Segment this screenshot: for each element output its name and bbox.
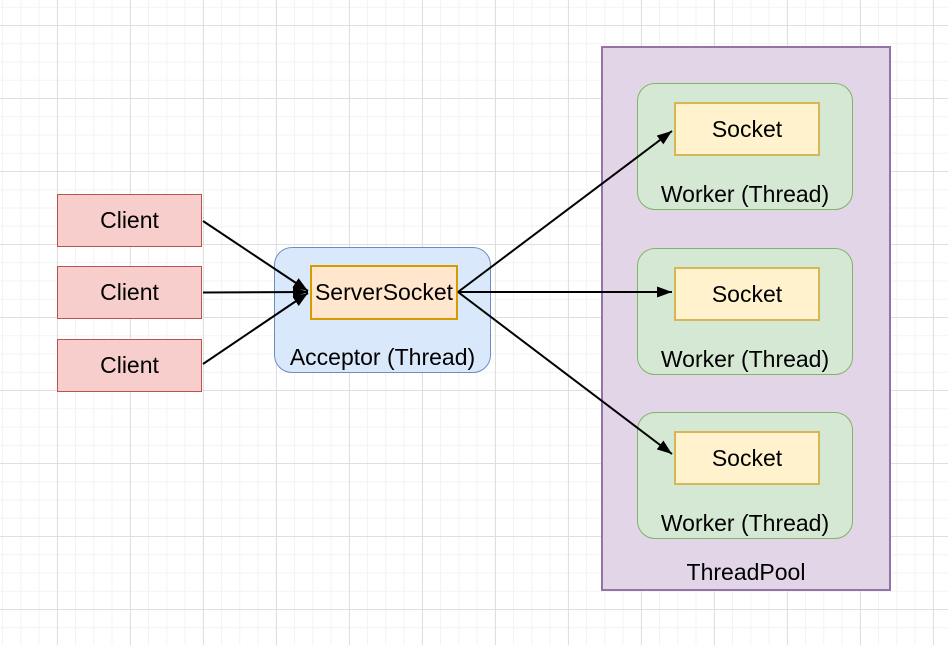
- worker-thread-label-3: Worker (Thread): [660, 510, 830, 536]
- worker-thread-node-2[interactable]: Socket Worker (Thread): [637, 248, 853, 375]
- worker-thread-label-2: Worker (Thread): [660, 346, 830, 372]
- client-node-1-label: Client: [100, 207, 159, 233]
- worker-thread-label-1: Worker (Thread): [660, 181, 830, 207]
- socket-node-2-label: Socket: [711, 280, 783, 307]
- client-node-2[interactable]: Client: [57, 266, 202, 319]
- server-socket-label: ServerSocket: [314, 279, 454, 305]
- socket-node-2[interactable]: Socket: [674, 267, 820, 321]
- acceptor-thread-container[interactable]: ServerSocket Acceptor (Thread): [274, 247, 491, 373]
- client-node-2-label: Client: [100, 279, 159, 305]
- client-node-3-label: Client: [100, 352, 159, 378]
- acceptor-thread-label: Acceptor (Thread): [289, 344, 476, 370]
- client-node-1[interactable]: Client: [57, 194, 202, 247]
- worker-thread-node-1[interactable]: Socket Worker (Thread): [637, 83, 853, 210]
- worker-thread-node-3[interactable]: Socket Worker (Thread): [637, 412, 853, 539]
- thread-pool-container[interactable]: Socket Worker (Thread) Socket Worker (Th…: [601, 46, 891, 591]
- socket-node-3[interactable]: Socket: [674, 431, 820, 485]
- socket-node-3-label: Socket: [711, 444, 783, 471]
- client-node-3[interactable]: Client: [57, 339, 202, 392]
- socket-node-1-label: Socket: [711, 115, 783, 142]
- socket-node-1[interactable]: Socket: [674, 102, 820, 156]
- server-socket-node[interactable]: ServerSocket: [310, 265, 458, 320]
- thread-pool-label: ThreadPool: [686, 559, 806, 585]
